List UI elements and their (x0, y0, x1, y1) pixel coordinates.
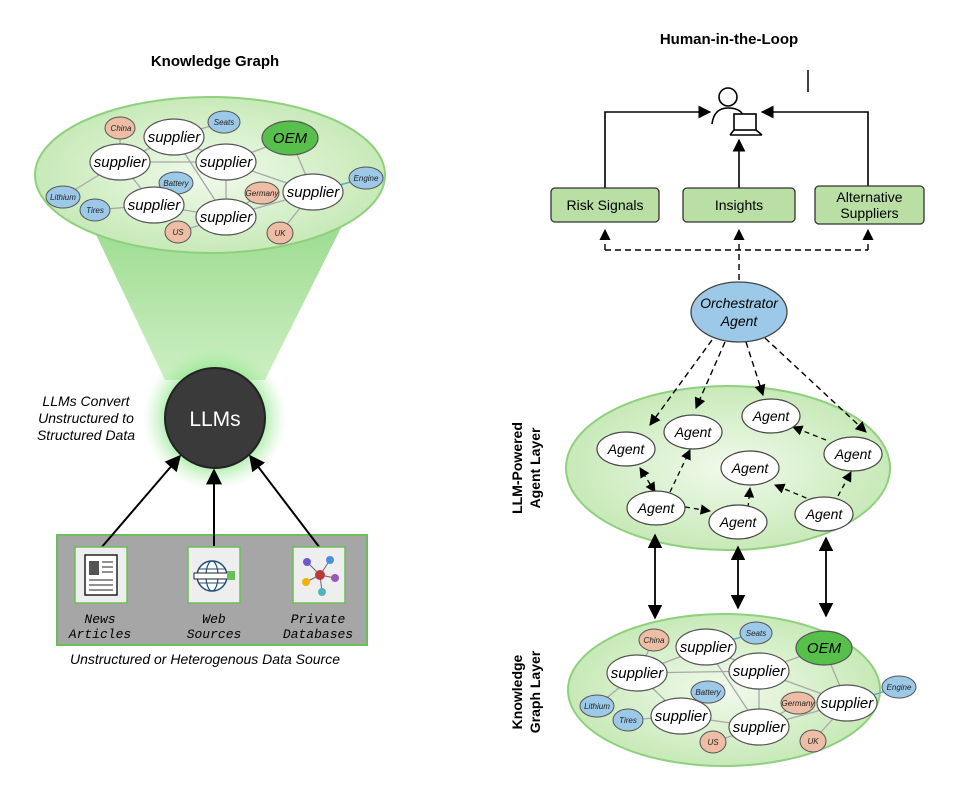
kg-bottom-supplier-5: supplier (733, 719, 787, 736)
orchestrator-node (690, 281, 788, 343)
kg-bottom-supplier-nodes: supplier supplier supplier supplier supp… (606, 628, 878, 746)
agent-2: Agent (674, 424, 713, 440)
kg-top-seats: Seats (214, 118, 234, 127)
source-db-line1: Private (291, 612, 346, 627)
kg-bottom-supplier-2: supplier (611, 665, 665, 682)
kg-bottom-seats: Seats (746, 629, 766, 638)
insights-box (682, 187, 796, 223)
agent-agent-links (639, 425, 852, 515)
database-icon (292, 546, 346, 604)
kg-bottom-small-nodes: China Seats Battery Lithium Tires German… (579, 621, 917, 754)
kg-top-tires: Tires (86, 206, 104, 215)
kg-bottom-uk: UK (807, 737, 819, 746)
kg-top-supplier-2: supplier (94, 154, 148, 171)
source-web-line2: Sources (187, 627, 242, 642)
human-laptop-icon (711, 87, 763, 136)
arrow-risk-human (604, 105, 712, 188)
kg-top-supplier-4: supplier (128, 197, 182, 214)
kg-top-engine: Engine (354, 174, 379, 183)
kg-top-supplier-5: supplier (200, 209, 254, 226)
alt-suppliers-box (814, 185, 925, 225)
orchestrator-agent-links (649, 337, 867, 433)
kg-bottom-us: US (707, 738, 719, 747)
source-caption: Unstructured or Heterogenous Data Source (70, 651, 340, 667)
agent-6: Agent (637, 500, 676, 516)
agent-5: Agent (731, 460, 770, 476)
kg-bottom-supplier-6: supplier (821, 695, 875, 712)
orchestrator-line1: Orchestrator (700, 295, 779, 311)
kg-bottom-supplier-4: supplier (655, 708, 709, 725)
right-title: Human-in-the-Loop (660, 31, 798, 48)
alt-suppliers-wrap: Alternative Suppliers (836, 189, 903, 221)
kg-layer-label-2: Graph Layer (527, 650, 543, 733)
left-title: Knowledge Graph (151, 53, 279, 70)
agent-7: Agent (719, 514, 758, 530)
kg-top-supplier-3: supplier (200, 154, 254, 171)
kg-top-lithium: Lithium (50, 193, 76, 202)
kg-top-battery: Battery (163, 179, 189, 188)
agent-8: Agent (805, 506, 844, 522)
agent-3: Agent (752, 408, 791, 424)
agent-1: Agent (607, 441, 646, 457)
kg-bottom-lithium: Lithium (584, 702, 610, 711)
alt-suppliers-label: Alternative Suppliers (836, 189, 903, 221)
kg-bottom-supplier-3: supplier (733, 663, 787, 680)
web-icon (187, 546, 241, 604)
kg-layer-label-1: Knowledge (509, 654, 525, 729)
kg-top-germany: Germany (246, 189, 280, 198)
kg-bottom-tires: Tires (619, 716, 637, 725)
kg-top-supplier-6: supplier (287, 184, 341, 201)
kg-bottom-engine: Engine (887, 683, 912, 692)
kg-bottom-china: China (644, 636, 665, 645)
kg-top-supplier-nodes: supplier supplier supplier supplier supp… (89, 118, 344, 236)
kg-top-china: China (111, 124, 132, 133)
llm-label: LLMs (189, 408, 240, 431)
agent-4: Agent (834, 446, 873, 462)
kg-bottom-battery: Battery (695, 688, 721, 697)
kg-top-supplier-1: supplier (148, 129, 202, 146)
orchestrator-line2: Agent (720, 313, 759, 329)
arrow-db-llm (249, 454, 321, 549)
risk-signals-label: Risk Signals (566, 197, 643, 213)
kg-top-small-nodes: China Seats Battery Lithium Tires German… (45, 110, 384, 245)
llm-circle (164, 367, 266, 469)
arrow-news-llm (100, 454, 182, 549)
agent-nodes: Agent Agent Agent Agent Agent Agent Agen… (596, 398, 883, 540)
kg-top-uk: UK (274, 229, 286, 238)
source-db-line2: Databases (283, 627, 353, 642)
source-web-line1: Web (202, 612, 226, 627)
news-icon (74, 546, 128, 604)
kg-top-oem: OEM (273, 130, 308, 147)
convert-caption-2: Unstructured to (38, 410, 134, 426)
risk-signals-box (550, 187, 660, 223)
source-news-line2: Articles (68, 627, 131, 642)
source-news-line1: News (84, 612, 115, 627)
arrow-alt-human (760, 105, 869, 188)
kg-bottom-oem: OEM (807, 640, 842, 657)
agent-layer-label-2: Agent Layer (527, 427, 543, 508)
convert-caption-1: LLMs Convert (42, 393, 130, 409)
orchestrator-dashed-links (599, 228, 874, 280)
convert-caption-3: Structured Data (37, 427, 135, 443)
insights-label: Insights (715, 197, 763, 213)
kg-top-us: US (172, 228, 184, 237)
kg-bottom-supplier-1: supplier (680, 639, 734, 656)
kg-bottom-germany: Germany (782, 699, 816, 708)
agent-layer-label-1: LLM-Powered (509, 422, 525, 514)
